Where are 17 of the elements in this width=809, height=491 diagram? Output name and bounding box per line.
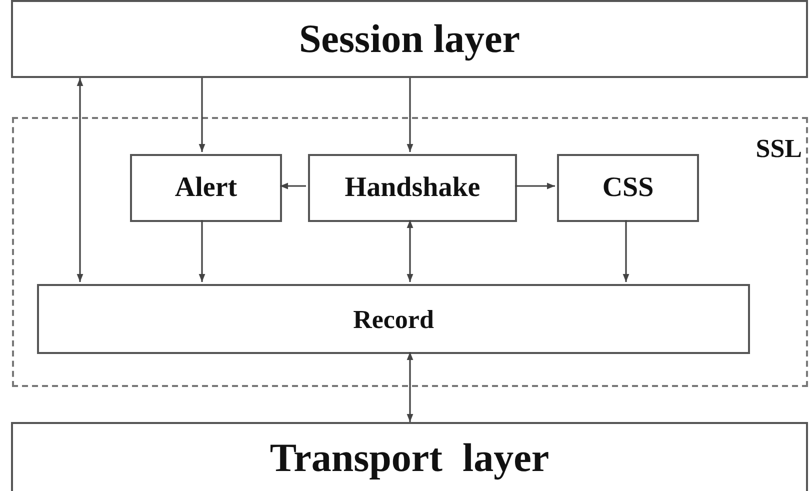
arrow [622, 220, 630, 282]
process-box: CSS [557, 154, 699, 222]
layer-box: Session layer [11, 0, 808, 78]
process-box: Record [37, 284, 750, 354]
arrow [406, 78, 414, 152]
process-box: Alert [130, 154, 282, 222]
group-label: SSL [756, 133, 802, 165]
arrow [406, 352, 414, 422]
arrow [515, 182, 555, 190]
arrow [406, 220, 414, 282]
arrow [280, 182, 306, 190]
dashed-group-box [12, 117, 808, 387]
process-box: Handshake [308, 154, 517, 222]
arrow [76, 78, 84, 282]
arrow [198, 220, 206, 282]
layer-box: Transport layer [11, 422, 808, 491]
arrow [198, 78, 206, 152]
